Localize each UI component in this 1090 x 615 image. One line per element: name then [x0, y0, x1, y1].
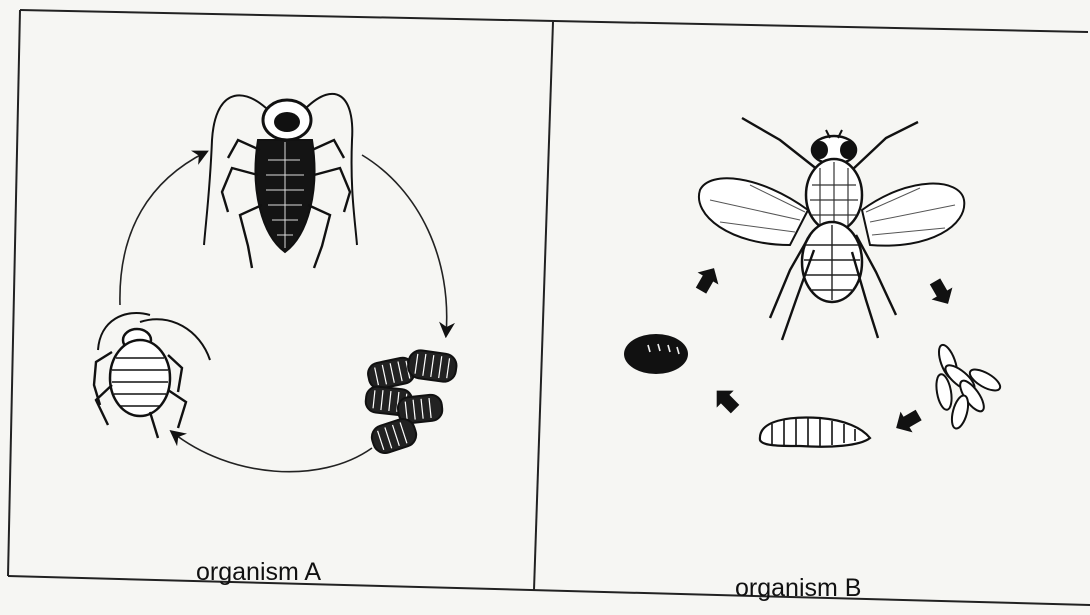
- larva-icon: [760, 418, 870, 447]
- adult-cockroach-icon: [204, 94, 357, 268]
- adult-fly-icon: [699, 118, 964, 340]
- arrow-eggs-to-larva: [890, 405, 925, 439]
- panel-organism-a: [94, 94, 458, 472]
- panel-organism-b: [624, 118, 1003, 447]
- arrow-pupa-to-adult: [691, 262, 725, 297]
- arrow-adult-to-eggs: [925, 275, 959, 310]
- egg-case-icon: [365, 349, 458, 456]
- figure-frame: [8, 10, 1090, 605]
- pupa-icon: [624, 334, 688, 374]
- organism-a-caption: organism A: [196, 558, 321, 587]
- arrow-larva-to-pupa: [708, 382, 743, 417]
- arrow-nymph-to-adult: [120, 152, 206, 305]
- eggs-icon: [934, 343, 1003, 431]
- arrow-eggs-to-nymph: [172, 432, 372, 472]
- arrow-adult-to-eggs: [362, 155, 447, 335]
- nymph-icon: [94, 313, 210, 438]
- organism-b-caption: organism B: [735, 574, 861, 603]
